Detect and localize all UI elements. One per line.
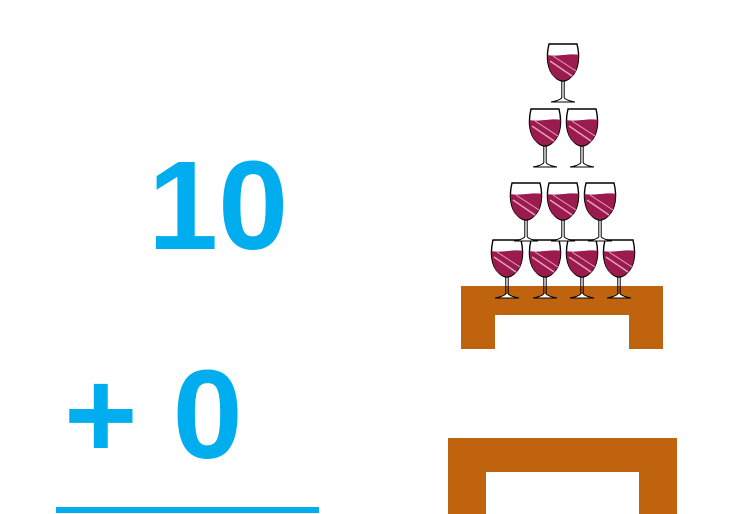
wine-glass-icon: [583, 182, 617, 242]
wine-glass-icon: [528, 108, 562, 168]
sum-line: [56, 507, 319, 513]
wine-glass-icon: [565, 108, 599, 168]
top-addend: 10: [148, 135, 289, 276]
wine-glass-icon: [509, 182, 543, 242]
wine-glass-tower: [490, 43, 636, 299]
upper-table: [461, 286, 663, 349]
wine-glass-icon: [546, 182, 580, 242]
bottom-addend: + 0: [64, 344, 243, 485]
wine-glass-icon: [546, 43, 580, 103]
lower-table: [448, 438, 677, 514]
